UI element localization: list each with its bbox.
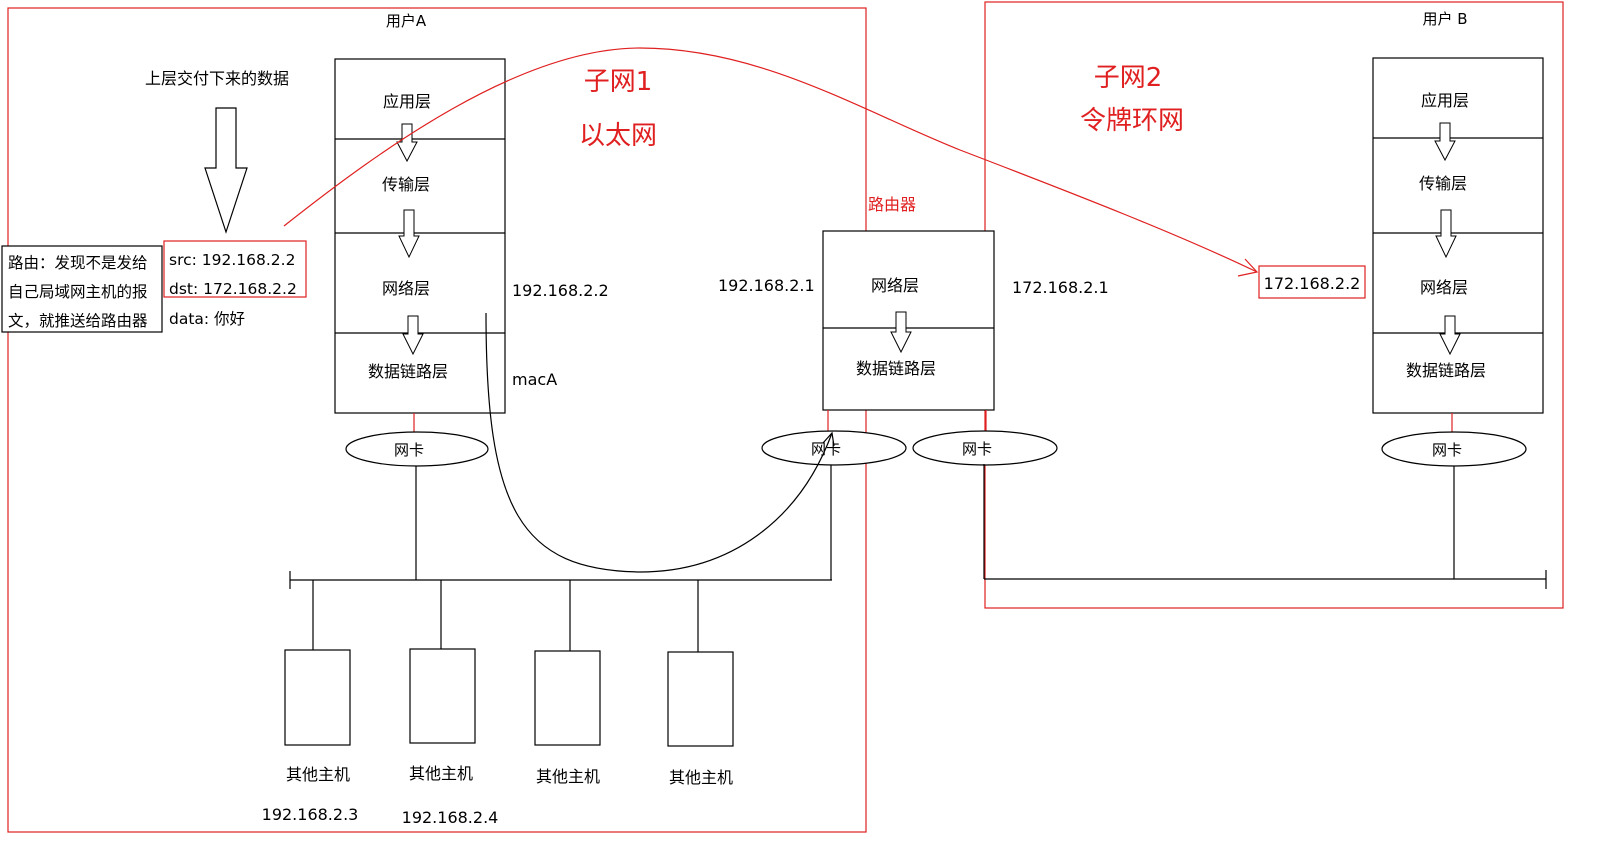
router-left-nic [761, 430, 907, 466]
host-b-layer-datalink: 数据链路层 [1406, 361, 1486, 380]
route-note-box [1, 245, 163, 333]
host-a-nic-label: 网卡 [394, 441, 424, 459]
router-layer-network: 网络层 [871, 276, 919, 295]
down-arrow-small-icon [1439, 315, 1461, 356]
host-a-nic [345, 431, 489, 467]
other-host [409, 648, 476, 744]
arrowhead-icon [1237, 258, 1259, 277]
route-note-line: 文，就推送给路由器 [8, 312, 148, 330]
arrowhead-icon [822, 431, 835, 447]
router-right-nic [912, 430, 1058, 466]
host-a-stack: 应用层 传输层 网络层 数据链路层 [334, 58, 506, 414]
other-host [667, 651, 734, 747]
host-b-ip-box [1258, 265, 1366, 299]
host-a-mac: macA [512, 370, 557, 389]
down-arrow-small-icon [1435, 209, 1457, 259]
packet-src: src: 192.168.2.2 [169, 251, 295, 269]
subnet1-type: 以太网 [579, 121, 657, 151]
down-arrow-small-icon [1434, 122, 1456, 162]
other-host-ip: 192.168.2.3 [262, 805, 359, 824]
other-host [534, 650, 601, 746]
router-layer-datalink: 数据链路层 [856, 359, 936, 378]
other-host-label: 其他主机 [409, 764, 473, 783]
host-b-ip: 172.168.2.2 [1264, 274, 1361, 293]
host-a-layer-datalink: 数据链路层 [368, 362, 448, 381]
subnet2-type: 令牌环网 [1080, 106, 1184, 136]
route-arc [283, 47, 1258, 273]
host-a-layer-application: 应用层 [383, 92, 431, 111]
subnet1-name: 子网1 [584, 67, 653, 97]
ethernet-bus [289, 465, 832, 652]
other-host-label: 其他主机 [536, 767, 600, 786]
host-a-layer-transport: 传输层 [382, 175, 430, 194]
router-title: 路由器 [868, 195, 916, 214]
subnet2-name: 子网2 [1094, 63, 1163, 93]
token-ring-bus [983, 464, 1547, 589]
route-note-line: 自己局域网主机的报 [8, 283, 148, 301]
other-host-label: 其他主机 [286, 765, 350, 784]
router-stack: 网络层 数据链路层 [822, 230, 995, 411]
host-b-nic-label: 网卡 [1432, 441, 1462, 459]
host-b-layer-application: 应用层 [1421, 91, 1469, 110]
host-b-layer-transport: 传输层 [1419, 174, 1467, 193]
router-ip-right: 172.168.2.1 [1012, 278, 1109, 297]
route-note-line: 路由：发现不是发给 [8, 254, 148, 272]
user-a-region [7, 7, 867, 833]
other-host [284, 649, 351, 746]
packet-dst: dst: 172.168.2.2 [169, 280, 297, 298]
other-host-label: 其他主机 [669, 768, 733, 787]
down-arrow-large [204, 107, 248, 234]
down-arrow-small-icon [402, 315, 424, 356]
upper-data-label: 上层交付下来的数据 [145, 69, 289, 88]
packet-data: data: 你好 [169, 310, 245, 328]
user-b-title: 用户 B [1422, 10, 1467, 28]
router-ip-left: 192.168.2.1 [718, 276, 815, 295]
host-a-ip: 192.168.2.2 [512, 281, 609, 300]
down-arrow-small-icon [398, 209, 420, 259]
host-b-layer-network: 网络层 [1420, 278, 1468, 297]
router-right-nic-label: 网卡 [962, 440, 992, 458]
user-a-title: 用户A [386, 12, 427, 30]
other-host-ip: 192.168.2.4 [402, 808, 499, 827]
host-a-layer-network: 网络层 [382, 279, 430, 298]
packet-header-box [163, 240, 307, 298]
host-b-stack: 应用层 传输层 网络层 数据链路层 [1372, 57, 1544, 414]
down-arrow-small-icon [890, 311, 912, 354]
frame-path-curve [485, 312, 833, 573]
